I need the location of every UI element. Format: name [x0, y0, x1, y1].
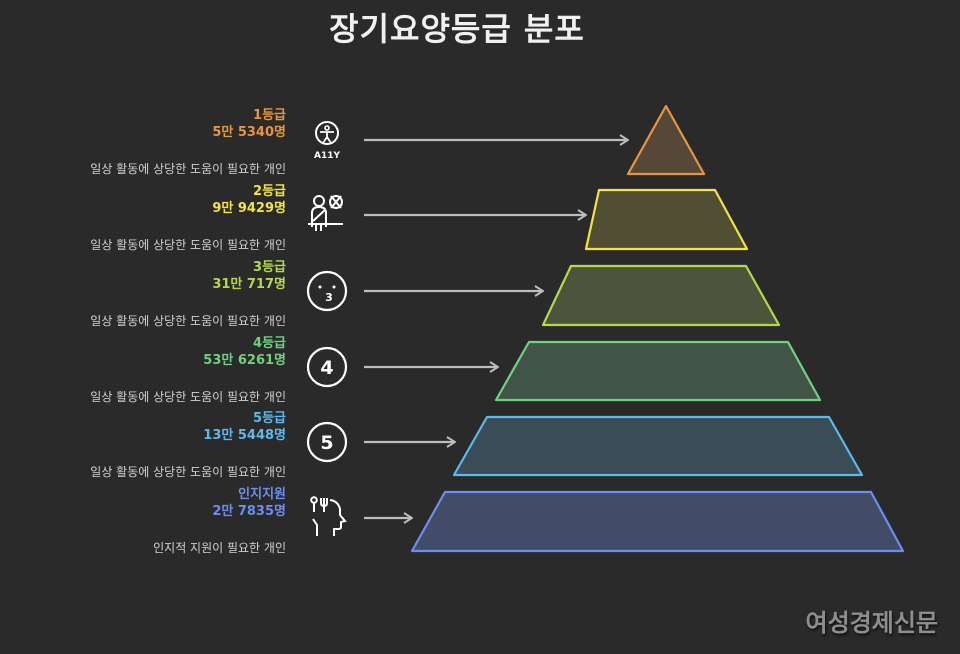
level-count: 2만 7835명 — [212, 504, 286, 519]
accessibility-icon: A11Y — [305, 118, 349, 162]
level-name: 인지지원 — [238, 487, 286, 502]
pyramid-tier-4 — [494, 340, 822, 402]
svg-text:A11Y: A11Y — [314, 151, 340, 161]
level-count: 31만 717명 — [212, 277, 286, 292]
svg-text:3: 3 — [325, 291, 333, 304]
pyramid-tier-2 — [584, 188, 749, 251]
face-3-icon: 3 — [305, 269, 349, 313]
pyramid-tier-3 — [541, 264, 781, 327]
level-cognitive-label: 인지지원 2만 7835명 — [212, 486, 286, 520]
level-description: 일상 활동에 상당한 도움이 필요한 개인 — [90, 238, 286, 252]
svg-text:4: 4 — [320, 357, 333, 379]
level-name: 1등급 — [253, 108, 286, 123]
level-name: 2등급 — [253, 184, 286, 199]
level-name: 4등급 — [253, 336, 286, 351]
circle-5-icon: 5 — [305, 420, 349, 464]
level-description: 일상 활동에 상당한 도움이 필요한 개인 — [90, 465, 286, 479]
circle-4-icon: 4 — [305, 345, 349, 389]
level-count: 9만 9429명 — [212, 201, 286, 216]
page-title: 장기요양등급 분포 — [329, 10, 585, 48]
level-description: 일상 활동에 상당한 도움이 필요한 개인 — [90, 314, 286, 328]
level-name: 3등급 — [253, 260, 286, 275]
svg-text:5: 5 — [320, 432, 333, 454]
level-count: 53만 6261명 — [203, 353, 286, 368]
level-5-label: 5등급 13만 5448명 — [203, 410, 286, 444]
seated-person-icon — [305, 193, 349, 237]
pyramid-tier-5 — [452, 415, 864, 477]
level-count: 13만 5448명 — [203, 428, 286, 443]
watermark: 여성경제신문 — [805, 609, 938, 637]
level-2-label: 2등급 9만 9429명 — [212, 183, 286, 217]
level-4-label: 4등급 53만 6261명 — [203, 335, 286, 369]
level-description: 일상 활동에 상당한 도움이 필요한 개인 — [90, 162, 286, 176]
level-name: 5등급 — [253, 411, 286, 426]
level-description: 인지적 지원이 필요한 개인 — [153, 541, 286, 555]
pyramid-tier-cognitive — [410, 490, 905, 553]
level-1-label: 1등급 5만 5340명 — [212, 107, 286, 141]
pyramid-tier-1 — [626, 104, 706, 176]
level-count: 5만 5340명 — [212, 125, 286, 140]
level-description: 일상 활동에 상당한 도움이 필요한 개인 — [90, 390, 286, 404]
cognitive-head-icon — [305, 495, 349, 539]
level-3-label: 3등급 31만 717명 — [212, 259, 286, 293]
